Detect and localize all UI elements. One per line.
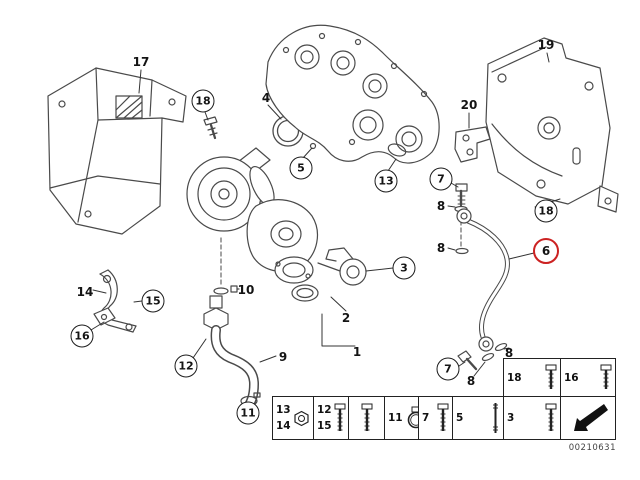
- callout-5[interactable]: 5: [289, 156, 313, 180]
- callout-20[interactable]: 20: [460, 98, 478, 112]
- callout-16[interactable]: 16: [70, 324, 94, 348]
- legend-part-number: 5: [456, 412, 464, 424]
- oil-drain-drawing: [203, 237, 261, 407]
- callout-10[interactable]: 10: [237, 283, 255, 297]
- legend-part-number: 7: [422, 412, 430, 424]
- callout-14[interactable]: 14: [76, 285, 94, 299]
- screw-icon: [600, 364, 612, 389]
- nut-icon: [294, 410, 309, 426]
- callout-6-highlighted[interactable]: 6: [533, 238, 559, 264]
- legend-cell-11[interactable]: 11: [384, 396, 424, 440]
- heat-shield-right-drawing: [485, 37, 619, 213]
- legend-cell-direction-arrow: [560, 396, 616, 440]
- screw-icon: [545, 403, 557, 431]
- screw-icon: [334, 403, 346, 431]
- legend-part-number: 15: [317, 420, 332, 432]
- legend-cell-5[interactable]: 5: [452, 396, 504, 440]
- travel-direction-arrow-icon: [574, 404, 608, 431]
- callout-18-right[interactable]: 18: [534, 199, 558, 223]
- callout-17[interactable]: 17: [132, 55, 150, 69]
- image-number: 00210631: [568, 443, 616, 453]
- callout-7-bottom[interactable]: 7: [436, 357, 460, 381]
- callout-1[interactable]: 1: [352, 345, 362, 359]
- legend-cell-screw[interactable]: [348, 396, 385, 440]
- exhaust-manifold-drawing: [265, 24, 440, 164]
- callout-11[interactable]: 11: [236, 401, 260, 425]
- legend-cell-3[interactable]: 3: [503, 396, 561, 440]
- legend-part-number: 14: [276, 420, 291, 432]
- screw-icon: [437, 403, 449, 431]
- stud-icon: [493, 403, 498, 433]
- turbocharger-drawing: [186, 147, 367, 302]
- bracket-20-drawing: [454, 126, 491, 163]
- legend-part-number: 16: [564, 371, 579, 384]
- callout-8-c[interactable]: 8: [466, 374, 476, 388]
- callout-8-a[interactable]: 8: [436, 199, 446, 213]
- screw-icon: [545, 364, 557, 389]
- callout-13[interactable]: 13: [374, 169, 398, 193]
- legend-part-number: 11: [388, 412, 403, 424]
- legend-cell-12-15[interactable]: 12 15: [313, 396, 349, 440]
- callout-2[interactable]: 2: [341, 311, 351, 325]
- brackets-14-15-16-drawing: [93, 269, 137, 333]
- legend-cell-16[interactable]: 16: [560, 358, 616, 397]
- callout-19[interactable]: 19: [537, 38, 555, 52]
- legend-cell-13-14[interactable]: 13 14: [272, 396, 314, 440]
- callout-3[interactable]: 3: [392, 256, 416, 280]
- legend-cell-7[interactable]: 7: [418, 396, 453, 440]
- callout-7-top[interactable]: 7: [429, 167, 453, 191]
- bolt-18-left-drawing: [203, 116, 218, 140]
- leader-lines: [90, 52, 561, 377]
- legend-cell-18[interactable]: 18: [503, 358, 561, 397]
- callout-15[interactable]: 15: [141, 289, 165, 313]
- callout-8-d[interactable]: 8: [504, 346, 514, 360]
- legend-part-number: 13: [276, 404, 291, 416]
- screw-icon: [361, 403, 372, 431]
- callout-12[interactable]: 12: [174, 354, 198, 378]
- heat-shield-left-drawing: [47, 67, 187, 235]
- legend-part-number: 18: [507, 371, 522, 384]
- legend-part-number: 12: [317, 404, 332, 416]
- legend-part-number: 3: [507, 412, 515, 424]
- callout-8-b[interactable]: 8: [436, 241, 446, 255]
- callout-4[interactable]: 4: [261, 91, 271, 105]
- callout-18-left[interactable]: 18: [191, 89, 215, 113]
- callout-9[interactable]: 9: [278, 350, 288, 364]
- oil-feed-line-drawing: [454, 183, 508, 371]
